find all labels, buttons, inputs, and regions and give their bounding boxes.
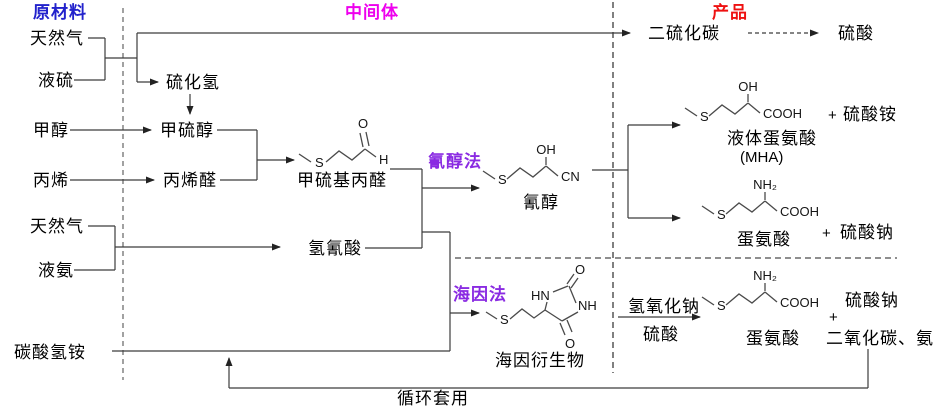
label-hydrocyanic-acid: 氢氰酸 — [308, 239, 362, 258]
atom-s: S — [315, 155, 324, 170]
group-oh: OH — [738, 80, 758, 94]
label-recycle: 循环套用 — [397, 389, 469, 408]
label-sulfuric-acid-reagent: 硫酸 — [643, 325, 679, 344]
mercaptan-acrolein-bracket — [217, 129, 258, 181]
label-liquid-sulfur: 液硫 — [38, 71, 74, 90]
label-mha-abbr: (MHA) — [740, 149, 784, 166]
group-cooh: COOH — [780, 204, 819, 219]
group-hn: HN — [531, 288, 550, 303]
label-propylene: 丙烯 — [33, 171, 69, 190]
cyanohydrin-structure: S OH CN — [482, 143, 580, 187]
methional-structure: S O H — [298, 116, 388, 170]
label-co2-ammonia: 二氧化碳、氨 — [826, 329, 934, 348]
label-hydantoin-derivative: 海因衍生物 — [495, 351, 585, 370]
methional-hcn-junction — [365, 168, 451, 351]
group-cooh: COOH — [763, 106, 802, 121]
atom-s: S — [500, 312, 509, 327]
label-sodium-hydroxide: 氢氧化钠 — [628, 297, 700, 316]
section-intermediates: 中间体 — [345, 3, 399, 22]
label-liquid-methionine: 液体蛋氨酸 — [727, 129, 817, 148]
label-cyanohydrin-method: 氰醇法 — [428, 152, 482, 171]
group-cooh: COOH — [780, 295, 819, 310]
group-nh: NH — [578, 298, 597, 313]
hydantoin-structure: S HN O NH O — [485, 262, 597, 351]
gas-ammonia-bracket — [74, 225, 116, 271]
label-sodium-sulfate-2: 硫酸钠 — [845, 291, 899, 310]
atom-h: H — [379, 152, 388, 167]
label-methionine-1: 蛋氨酸 — [737, 230, 791, 249]
label-carbon-disulfide: 二硫化碳 — [648, 24, 720, 43]
atom-o-bottom: O — [565, 336, 575, 351]
label-natural-gas-bottom: 天然气 — [30, 217, 84, 236]
plus-sign-2: + — [822, 225, 831, 242]
label-methionine-2: 蛋氨酸 — [746, 329, 800, 348]
atom-o: O — [358, 116, 368, 131]
recycle-loop-line — [229, 349, 869, 389]
atom-s: S — [498, 172, 507, 187]
label-methional: 甲硫基丙醛 — [297, 171, 387, 190]
label-hydrogen-sulfide: 硫化氢 — [166, 73, 220, 92]
label-natural-gas-top: 天然气 — [30, 29, 84, 48]
label-hydantoin-method: 海因法 — [453, 285, 507, 304]
gas-sulfur-bracket — [74, 33, 138, 82]
cyanohydrin-split — [592, 125, 629, 218]
label-sodium-sulfate-1: 硫酸钠 — [840, 223, 894, 242]
atom-o-top: O — [575, 262, 585, 277]
group-oh: OH — [536, 143, 556, 157]
label-sulfuric-acid-product: 硫酸 — [838, 24, 874, 43]
plus-sign-1: + — [828, 107, 837, 124]
label-methyl-mercaptan: 甲硫醇 — [160, 121, 214, 140]
methionine-structure-2: S NH₂ COOH — [701, 269, 819, 313]
label-ammonium-bicarbonate: 碳酸氢铵 — [14, 343, 86, 362]
section-products: 产品 — [712, 3, 748, 22]
plus-sign-3: + — [829, 309, 838, 326]
label-methanol: 甲醇 — [33, 121, 69, 140]
label-ammonium-sulfate: 硫酸铵 — [843, 105, 897, 124]
label-cyanohydrin: 氰醇 — [523, 193, 559, 212]
methionine-structure-1: S NH₂ COOH — [701, 178, 819, 222]
group-nh2: NH₂ — [753, 178, 777, 192]
label-acrolein: 丙烯醛 — [163, 171, 217, 190]
atom-s: S — [700, 109, 709, 124]
label-liquid-ammonia: 液氨 — [38, 261, 74, 280]
group-cn: CN — [561, 169, 580, 184]
mha-structure: S OH COOH — [684, 80, 802, 124]
group-nh2: NH₂ — [753, 269, 777, 283]
atom-s: S — [717, 207, 726, 222]
section-raw-materials: 原材料 — [33, 3, 87, 22]
atom-s: S — [717, 298, 726, 313]
